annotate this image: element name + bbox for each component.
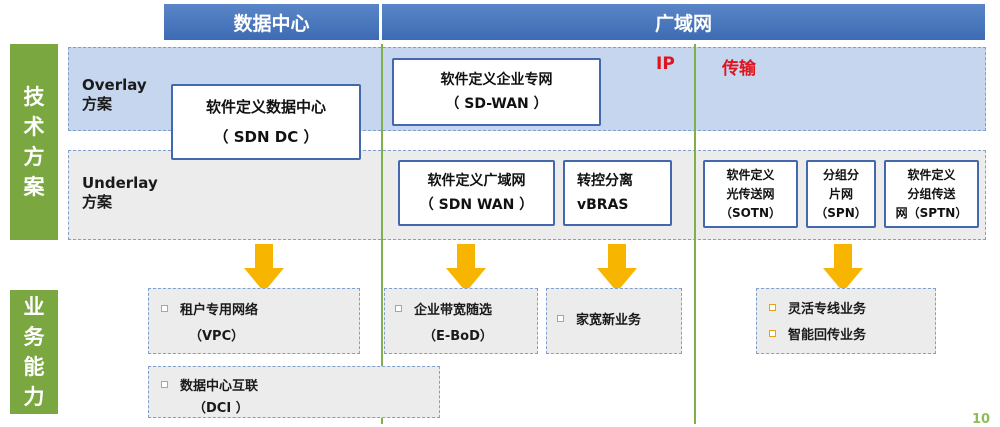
side-label-biz: 业 务 能 力 bbox=[10, 290, 58, 414]
underlay-label-en: Underlay bbox=[82, 174, 158, 192]
square-bullet-icon bbox=[161, 381, 168, 388]
box-sd-wan: 软件定义企业专网 （ SD-WAN ） bbox=[392, 58, 601, 126]
down-arrow-icon bbox=[244, 244, 284, 292]
header-wan-label: 广域网 bbox=[654, 12, 712, 35]
cap-item: 租户专用网络 bbox=[180, 303, 259, 318]
cap-transport: 灵活专线业务 智能回传业务 bbox=[756, 288, 936, 354]
side-char: 术 bbox=[23, 115, 45, 139]
section-transport-label: 传输 bbox=[722, 59, 756, 79]
cap-item: 企业带宽随选 bbox=[414, 303, 493, 318]
square-bullet-icon bbox=[395, 305, 402, 312]
header-datacenter: 数据中心 bbox=[164, 4, 379, 40]
square-bullet-icon bbox=[557, 315, 564, 322]
box-title: 转控分离 bbox=[577, 173, 633, 189]
side-char: 力 bbox=[23, 385, 45, 409]
box-subtitle: vBRAS bbox=[577, 197, 629, 213]
cap-item: 家宽新业务 bbox=[576, 313, 642, 328]
down-arrow-icon bbox=[446, 244, 486, 292]
section-ip-label: IP bbox=[656, 54, 675, 74]
down-arrow-icon bbox=[823, 244, 863, 292]
box-spn: 分组分 片网 （SPN） bbox=[806, 160, 876, 228]
cap-item: 数据中心互联 bbox=[180, 379, 259, 394]
square-bullet-icon bbox=[769, 330, 776, 337]
overlay-label-en: Overlay bbox=[82, 76, 147, 94]
box-subtitle: （ SDN WAN ） bbox=[419, 197, 534, 213]
underlay-label-cn: 方案 bbox=[82, 193, 113, 211]
square-bullet-icon bbox=[769, 304, 776, 311]
box-line: （SPN） bbox=[815, 205, 867, 220]
box-sptn: 软件定义 分组传送 网（SPTN） bbox=[884, 160, 979, 228]
cap-ebod: 企业带宽随选 （E-BoD） bbox=[384, 288, 538, 354]
side-char: 能 bbox=[23, 355, 45, 379]
header-datacenter-label: 数据中心 bbox=[233, 12, 310, 35]
box-sdn-wan: 软件定义广域网 （ SDN WAN ） bbox=[398, 160, 555, 226]
box-line: 分组传送 bbox=[907, 186, 956, 201]
underlay-label: Underlay 方案 bbox=[82, 174, 158, 212]
box-sdn-dc: 软件定义数据中心 （ SDN DC ） bbox=[171, 84, 361, 160]
cap-home: 家宽新业务 bbox=[546, 288, 682, 354]
cap-dci: 数据中心互联 （DCI ） bbox=[148, 366, 440, 418]
page-number: 10 bbox=[972, 412, 991, 427]
box-line: 网（SPTN） bbox=[895, 205, 968, 220]
side-char: 案 bbox=[23, 175, 45, 199]
box-title: 软件定义广域网 bbox=[427, 173, 526, 189]
box-line: 片网 bbox=[828, 186, 853, 201]
box-line: 分组分 bbox=[822, 167, 859, 182]
side-char: 技 bbox=[23, 85, 45, 109]
overlay-label: Overlay 方案 bbox=[82, 76, 147, 114]
box-sotn: 软件定义 光传送网 （SOTN） bbox=[703, 160, 798, 228]
box-subtitle: （ SDN DC ） bbox=[213, 128, 319, 146]
box-line: 光传送网 bbox=[726, 186, 775, 201]
box-title: 软件定义企业专网 bbox=[440, 72, 553, 88]
side-char: 业 bbox=[23, 295, 45, 319]
box-line: （SOTN） bbox=[719, 205, 782, 220]
box-line: 软件定义 bbox=[726, 167, 775, 182]
divider-dc-wan bbox=[381, 44, 383, 424]
side-label-tech: 技 术 方 案 bbox=[10, 44, 58, 240]
side-char: 务 bbox=[23, 325, 45, 349]
box-vbras: 转控分离 vBRAS bbox=[563, 160, 672, 226]
side-char: 方 bbox=[23, 145, 45, 169]
cap-sub: （E-BoD） bbox=[423, 329, 493, 344]
square-bullet-icon bbox=[161, 305, 168, 312]
header-wan: 广域网 bbox=[382, 4, 985, 40]
cap-item: 智能回传业务 bbox=[788, 328, 867, 343]
box-subtitle: （ SD-WAN ） bbox=[445, 96, 548, 112]
box-line: 软件定义 bbox=[907, 167, 956, 182]
cap-vpc: 租户专用网络 （VPC） bbox=[148, 288, 360, 354]
cap-sub: （DCI ） bbox=[193, 401, 249, 416]
down-arrow-icon bbox=[597, 244, 637, 292]
cap-item: 灵活专线业务 bbox=[788, 302, 867, 317]
box-title: 软件定义数据中心 bbox=[205, 98, 326, 116]
cap-sub: （VPC） bbox=[189, 329, 245, 344]
divider-ip-transport bbox=[694, 44, 696, 424]
overlay-label-cn: 方案 bbox=[82, 95, 113, 113]
